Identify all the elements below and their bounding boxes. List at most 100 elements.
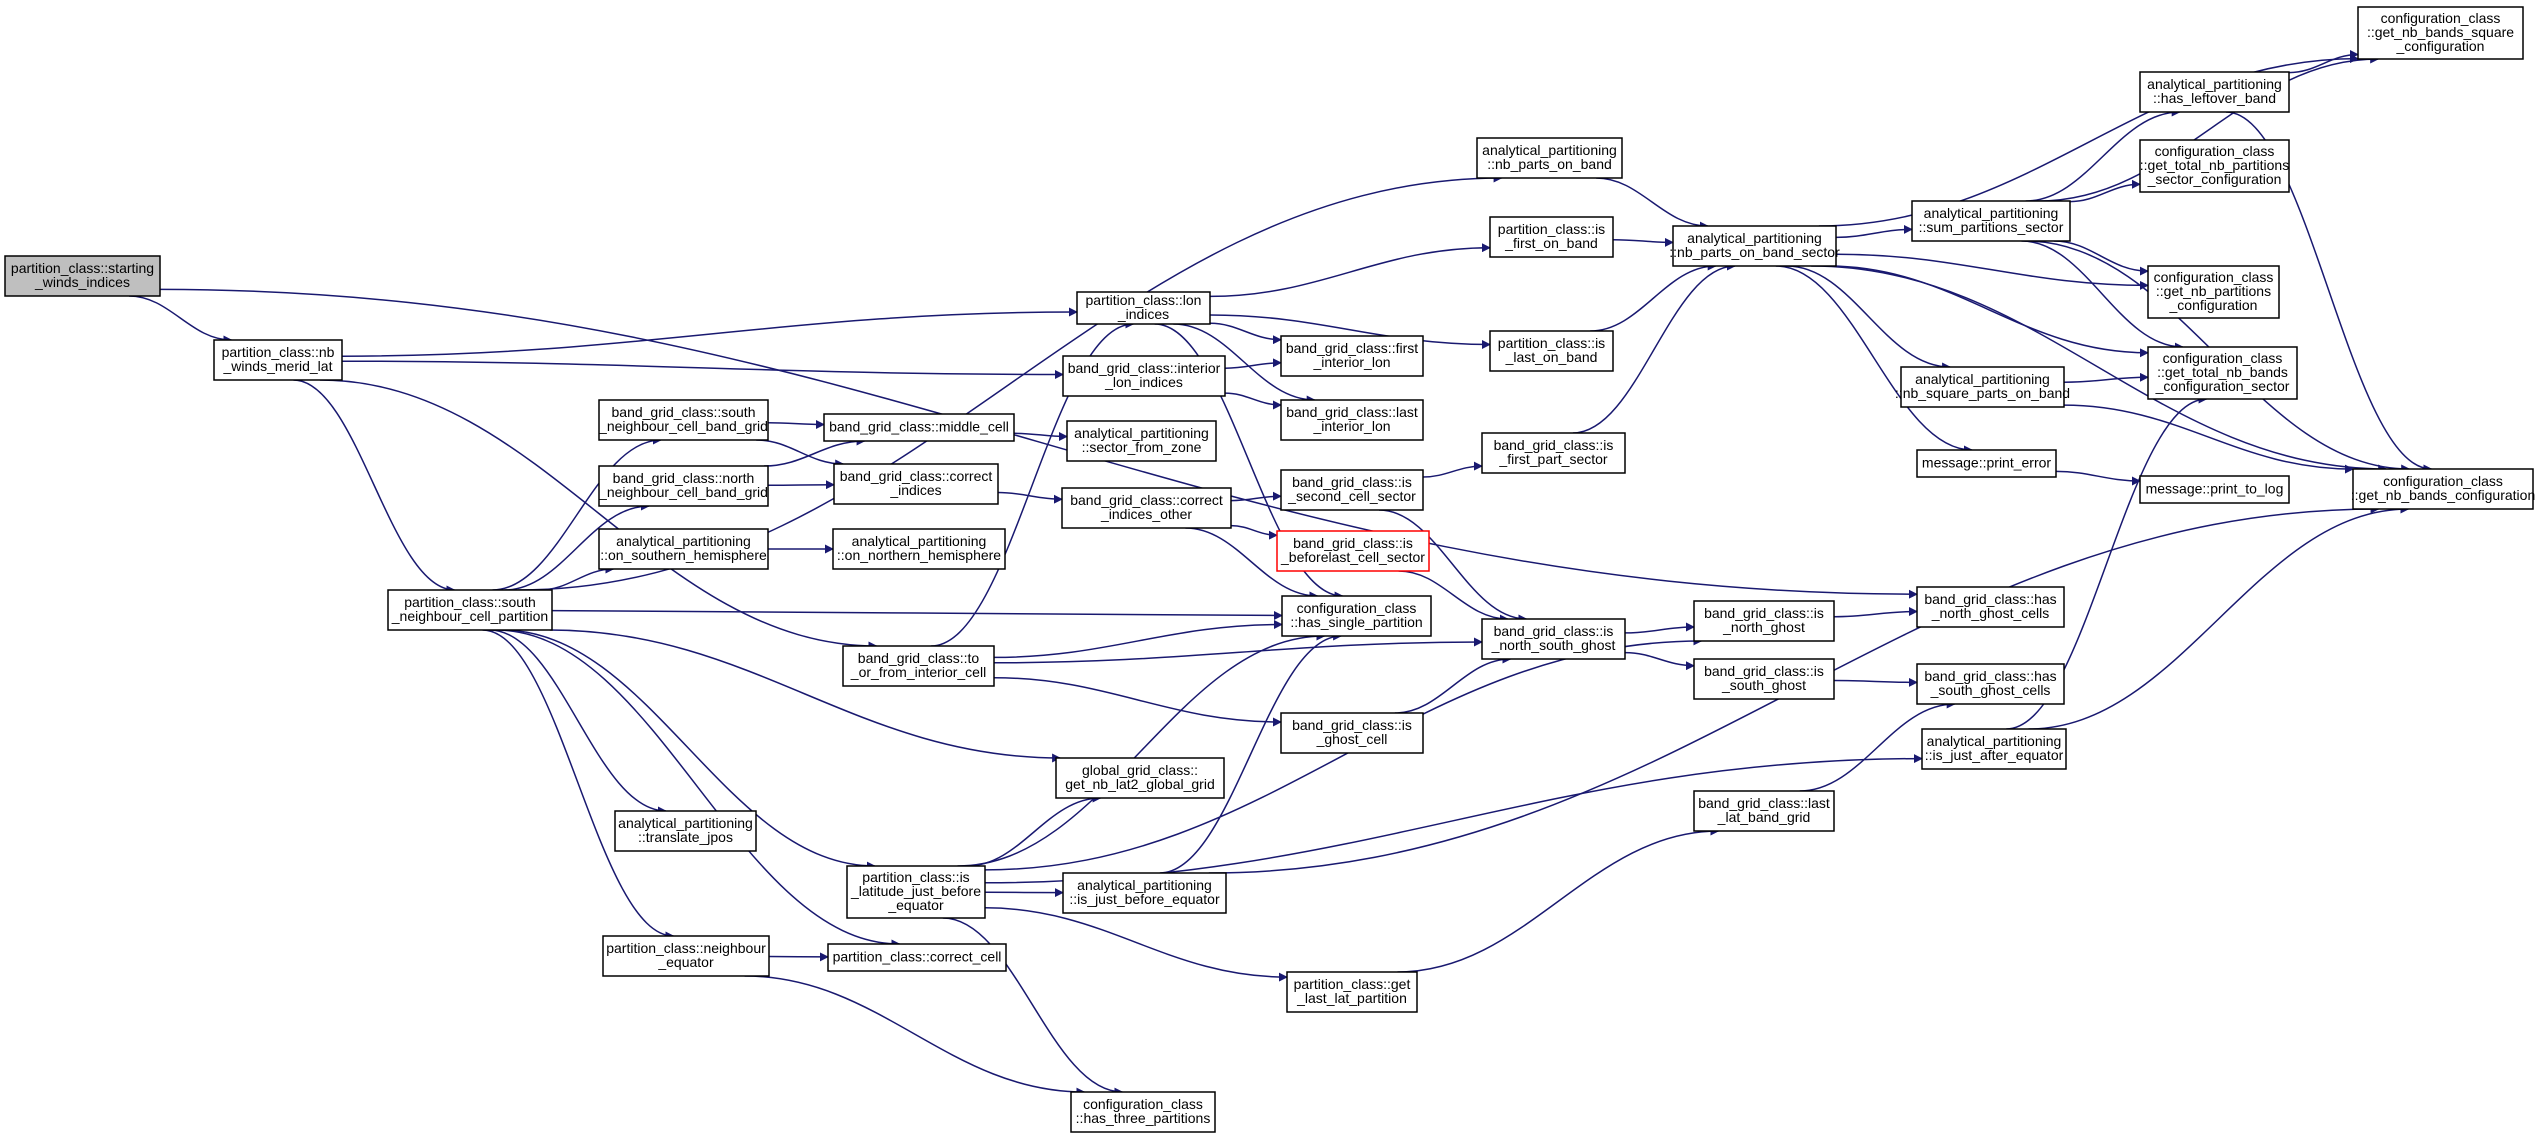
node-second[interactable]: band_grid_class::is_second_cell_sector <box>1280 469 1424 511</box>
edge-root-to-hasnorth <box>159 288 1918 599</box>
node-northband[interactable]: band_grid_class::north_neighbour_cell_ba… <box>598 465 769 507</box>
node-sqconf[interactable]: configuration_class::get_nb_bands_square… <box>2357 6 2524 60</box>
node-correctcell[interactable]: partition_class::correct_cell <box>827 943 1007 972</box>
node-isfirstband[interactable]: partition_class::is_first_on_band <box>1489 216 1614 258</box>
node-correctother[interactable]: band_grid_class::correct_indices_other <box>1061 487 1232 529</box>
node-box <box>2139 475 2290 504</box>
node-hasnorth[interactable]: band_grid_class::has_north_ghost_cells <box>1916 586 2065 628</box>
node-label: partition_class::is <box>862 869 969 885</box>
node-nbwinds[interactable]: partition_class::nb_winds_merid_lat <box>213 339 343 381</box>
node-totalbands[interactable]: configuration_class::get_total_nb_bands_… <box>2147 346 2298 400</box>
node-label: partition_class::is <box>1498 335 1605 351</box>
node-label: _interior_lon <box>1312 354 1390 370</box>
node-getlastlat[interactable]: partition_class::get_last_lat_partition <box>1286 971 1418 1013</box>
edge-justbefore-to-single <box>1159 631 1343 874</box>
node-label: ::nb_parts_on_band_sector <box>1669 244 1840 260</box>
node-toorfrom[interactable]: band_grid_class::to_or_from_interior_cel… <box>842 645 995 687</box>
node-lastint[interactable]: band_grid_class::last_interior_lon <box>1280 399 1424 441</box>
edge-leftover-to-bandsconf <box>2225 111 2433 474</box>
node-onnorth[interactable]: analytical_partitioning::on_northern_hem… <box>832 528 1006 570</box>
node-leftover[interactable]: analytical_partitioning::has_leftover_ba… <box>2139 71 2290 113</box>
node-neighbour[interactable]: partition_class::neighbour_equator <box>602 935 770 977</box>
edge-nbwinds-to-interior <box>341 360 1064 379</box>
node-nbpartssector[interactable]: analytical_partitioning::nb_parts_on_ban… <box>1669 225 1840 267</box>
node-bandsconf[interactable]: configuration_class::get_nb_bands_config… <box>2351 468 2535 510</box>
edge-firstpart-to-nbpartssector <box>1572 261 1736 434</box>
node-box <box>827 943 1007 972</box>
node-nbsquare[interactable]: analytical_partitioning::nb_square_parts… <box>1895 366 2070 408</box>
edge-islatbefore-to-nblat2 <box>967 793 1102 867</box>
node-southghost[interactable]: band_grid_class::is_south_ghost <box>1693 658 1835 700</box>
edge-islatbefore-to-single <box>957 631 1326 867</box>
node-sectorzone[interactable]: analytical_partitioning::sector_from_zon… <box>1066 420 1217 462</box>
node-box <box>1693 790 1835 832</box>
edge-southneigh-to-nbparts <box>517 173 1503 591</box>
node-label: analytical_partitioning <box>2147 76 2282 92</box>
node-sumparts[interactable]: analytical_partitioning::sum_partitions_… <box>1911 200 2071 242</box>
node-ghostcell[interactable]: band_grid_class::is_ghost_cell <box>1280 712 1424 754</box>
edge-nbwinds-to-toorfrom <box>319 379 878 651</box>
node-lastlat[interactable]: band_grid_class::last_lat_band_grid <box>1693 790 1835 832</box>
node-box <box>1280 335 1424 377</box>
nodes: partition_class::starting_winds_indicesp… <box>4 6 2535 1133</box>
node-label: _winds_indices <box>34 274 130 290</box>
node-firstint[interactable]: band_grid_class::first_interior_lon <box>1280 335 1424 377</box>
node-middle[interactable]: band_grid_class::middle_cell <box>823 413 1015 442</box>
node-islastband[interactable]: partition_class::is_last_on_band <box>1489 330 1614 372</box>
node-label: _neighbour_cell_band_grid <box>598 484 768 500</box>
node-southneigh[interactable]: partition_class::south_neighbour_cell_pa… <box>387 589 553 631</box>
node-box <box>1070 1091 1216 1133</box>
node-beforelast[interactable]: band_grid_class::is_beforelast_cell_sect… <box>1276 530 1430 572</box>
node-single[interactable]: configuration_class::has_single_partitio… <box>1281 595 1432 637</box>
node-printerror[interactable]: message::print_error <box>1916 449 2057 478</box>
edge-nbpartssector-to-nbsquare <box>1786 265 1952 372</box>
edge-southband-to-middle <box>767 419 825 429</box>
node-justbefore[interactable]: analytical_partitioning::is_just_before_… <box>1062 872 1227 914</box>
node-northghost[interactable]: band_grid_class::is_north_ghost <box>1693 600 1835 642</box>
node-onsouth[interactable]: analytical_partitioning::on_southern_hem… <box>598 528 769 570</box>
node-box <box>1916 586 2065 628</box>
node-firstpart[interactable]: band_grid_class::is_first_part_sector <box>1481 432 1626 474</box>
node-lonidx[interactable]: partition_class::lon_indices <box>1076 291 1211 325</box>
node-southband[interactable]: band_grid_class::south_neighbour_cell_ba… <box>598 399 769 441</box>
edge-sumparts-to-totalbands <box>2021 240 2184 352</box>
node-box <box>1921 728 2067 770</box>
node-label: partition_class::lon <box>1086 292 1202 308</box>
node-three[interactable]: configuration_class::has_three_partition… <box>1070 1091 1216 1133</box>
edge-toorfrom-to-lonidx <box>931 319 1135 647</box>
node-box <box>1062 872 1227 914</box>
node-label: configuration_class <box>2383 473 2503 489</box>
node-printlog[interactable]: message::print_to_log <box>2139 475 2290 504</box>
node-nbpartconf[interactable]: configuration_class::get_nb_partitions_c… <box>2147 265 2280 319</box>
edge-southneigh-to-northband <box>504 501 650 591</box>
node-box <box>4 255 161 297</box>
edge-nbpartssector-to-sqconf <box>1818 54 2359 227</box>
node-nblat2[interactable]: global_grid_class::get_nb_lat2_global_gr… <box>1055 757 1225 799</box>
node-box <box>1055 757 1225 799</box>
node-northsouth[interactable]: band_grid_class::is_north_south_ghost <box>1481 618 1626 660</box>
node-correctidx[interactable]: band_grid_class::correct_indices <box>833 463 999 505</box>
node-label: configuration_class <box>2163 350 2283 366</box>
node-label: _first_on_band <box>1504 235 1598 251</box>
node-box <box>2139 71 2290 113</box>
node-translate[interactable]: analytical_partitioning::translate_jpos <box>614 810 757 852</box>
node-label: analytical_partitioning <box>1924 205 2059 221</box>
node-nbparts[interactable]: analytical_partitioning::nb_parts_on_ban… <box>1476 137 1623 179</box>
node-islatbefore[interactable]: partition_class::is_latitude_just_before… <box>846 865 986 919</box>
node-label: ::sector_from_zone <box>1082 439 1202 455</box>
node-box <box>832 528 1006 570</box>
node-box <box>1276 530 1430 572</box>
node-label: _indices <box>1117 306 1169 322</box>
node-box <box>846 865 986 919</box>
node-box <box>2357 6 2524 60</box>
node-box <box>842 645 995 687</box>
node-justafter[interactable]: analytical_partitioning::is_just_after_e… <box>1921 728 2067 770</box>
node-interior[interactable]: band_grid_class::interior_lon_indices <box>1062 355 1226 397</box>
node-label: band_grid_class::last <box>1698 795 1830 811</box>
node-box <box>1286 971 1418 1013</box>
node-hassouth[interactable]: band_grid_class::has_south_ghost_cells <box>1916 663 2065 705</box>
edge-sumparts-to-totalsector <box>2069 179 2141 203</box>
node-root[interactable]: partition_class::starting_winds_indices <box>4 255 161 297</box>
node-totalsector[interactable]: configuration_class::get_total_nb_partit… <box>2139 139 2290 193</box>
edge-southband-to-correctidx <box>756 439 845 469</box>
